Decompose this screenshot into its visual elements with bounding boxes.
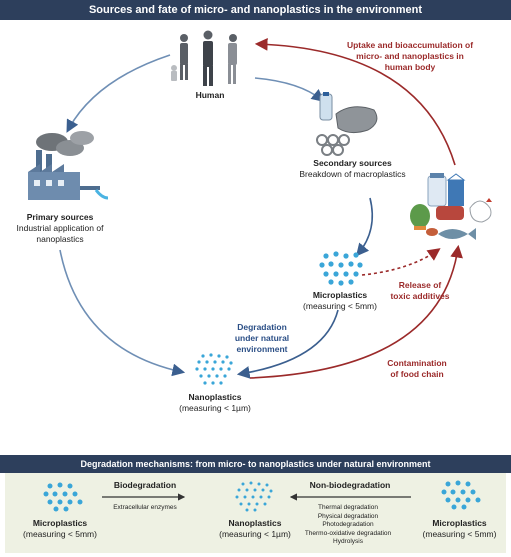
bottom-microplastics-right-particles: [441, 480, 481, 510]
bottom-microplastics-right-label: Microplastics(measuring < 5mm): [422, 518, 497, 539]
human-label: Human: [195, 90, 225, 100]
cycle-arrows: [59, 37, 463, 379]
arrow-secondary-to-micro: [355, 197, 374, 257]
main-title: Sources and fate of micro- and nanoplast…: [0, 0, 511, 20]
arrow-human-to-primary: [66, 54, 171, 133]
nanoplastics-particles: [195, 353, 233, 385]
arrow-primary-to-nano: [59, 249, 186, 377]
arrow-human-to-secondary: [254, 77, 325, 103]
biodegradation-arrow: [102, 493, 186, 501]
arrow-micro-to-nano: [236, 309, 339, 379]
bottom-microplastics-left-particles: [43, 482, 83, 512]
nanoplastics-label: Nanoplastics(measuring < 1µm): [179, 392, 251, 413]
microplastics-label: Microplastics(measuring < 5mm): [303, 290, 377, 311]
microplastics-particles: [319, 251, 363, 286]
bottom-nanoplastics-label: Nanoplastics(measuring < 1µm): [219, 518, 291, 539]
non-biodegradation-list: Thermal degradation Physical degradation…: [304, 504, 392, 545]
non-biodegradation-label: Non-biodegradation: [309, 480, 391, 490]
bottom-microplastics-left-label: Microplastics(measuring < 5mm): [23, 518, 97, 539]
factory-icon: [28, 131, 109, 200]
degradation-banner: Degradation mechanisms: from micro- to n…: [0, 455, 511, 473]
bottom-nanoplastics-particles: [235, 481, 273, 512]
non-biodegradation-arrow: [289, 493, 411, 501]
arrow-contamination: [249, 244, 463, 379]
biodegradation-label: Biodegradation: [113, 480, 177, 490]
arrow-food-to-human: [254, 37, 456, 166]
degradation-panel: [5, 473, 506, 553]
human-icon: [171, 30, 237, 86]
macroplastics-icon: [316, 92, 378, 156]
food-icon: [410, 173, 492, 240]
arrow-release-toxic: [361, 248, 441, 276]
biodegradation-sub: Extracellular enzymes: [113, 504, 177, 511]
